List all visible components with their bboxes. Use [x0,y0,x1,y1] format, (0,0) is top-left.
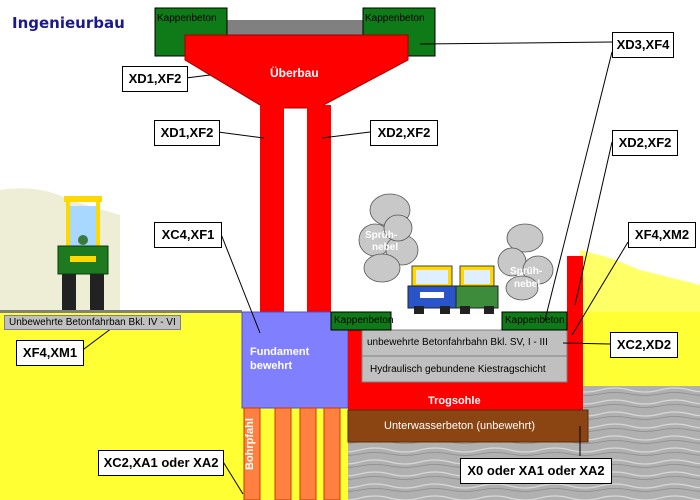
exposure-wall-upper: XD2,XF2 [612,130,678,156]
exposure-pier-right: XD2,XF2 [370,120,438,146]
bohrpfahl-label: Bohrpfahl [244,418,256,470]
exposure-kappe-right: XD3,XF4 [612,32,674,58]
spruehnebel-right-line2: nebel [514,279,541,290]
kiestragschicht [361,355,568,383]
exposure-fahrbahn-left: XF4,XM1 [16,340,84,366]
exposure-fundament: XC4,XF1 [154,222,222,248]
spray-cloud-left [358,193,419,283]
exposure-unterwasserbeton: X0 oder XA1 oder XA2 [460,458,612,484]
trogsohle-label: Trogsohle [428,395,481,407]
ueberbau-label: Überbau [270,66,319,80]
kiestragschicht-label: Hydraulisch gebundene Kiestragschicht [370,364,546,375]
trog-wall-right [567,256,583,410]
fahrbahn-left-label: Unbewehrte Betonfahrban Bkl. IV - VI [4,315,181,330]
spruehnebel-right-line1: Sprüh- [510,266,543,277]
kappenbeton-trough-left-label: Kappenbeton [334,315,394,326]
fundament-label-line1: Fundament [250,346,310,358]
fahrbahn-right-label: unbewehrte Betonfahrbahn Bkl. SV, I - II… [367,337,548,348]
fundament-label-line2: bewehrt [250,360,293,372]
unterwasserbeton-label: Unterwasserbeton (unbewehrt) [384,420,536,432]
page-title: Ingenieurbau [12,14,125,32]
kappe-gap [227,20,363,35]
exposure-ueberbau-left: XD1,XF2 [122,66,188,92]
car-blue [407,265,457,314]
kappenbeton-label-left: Kappenbeton [157,13,217,24]
kappenbeton-label-right: Kappenbeton [365,13,425,24]
kappenbeton-trough-left [330,311,392,331]
exposure-wall-top: XF4,XM2 [628,222,696,248]
kappenbeton-trough-right [501,311,568,331]
fahrbahn-right [361,329,568,357]
exposure-fahrbahn-right: XC2,XD2 [610,332,678,358]
exposure-bohrpfahl: XC2,XA1 oder XA2 [98,450,224,476]
pier-left [260,105,284,312]
leader-lines [79,41,629,495]
spray-cloud-right [497,223,554,301]
road-left-surface [0,310,242,313]
pier-right [307,105,331,312]
unterwasserbeton [347,409,589,443]
pile-1 [243,407,261,500]
spruehnebel-left-line1: Sprüh- [365,230,398,241]
car-green [455,265,499,314]
pile-4 [323,407,341,500]
background-hill-right [580,250,700,312]
spruehnebel-left-line2: nebel [372,242,399,253]
tractor [57,196,109,310]
kappenbeton-trough-right-label: Kappenbeton [505,315,565,326]
pile-3 [299,407,317,500]
pile-2 [274,407,292,500]
fundament [241,311,349,409]
exposure-pier-left: XD1,XF2 [154,120,220,146]
